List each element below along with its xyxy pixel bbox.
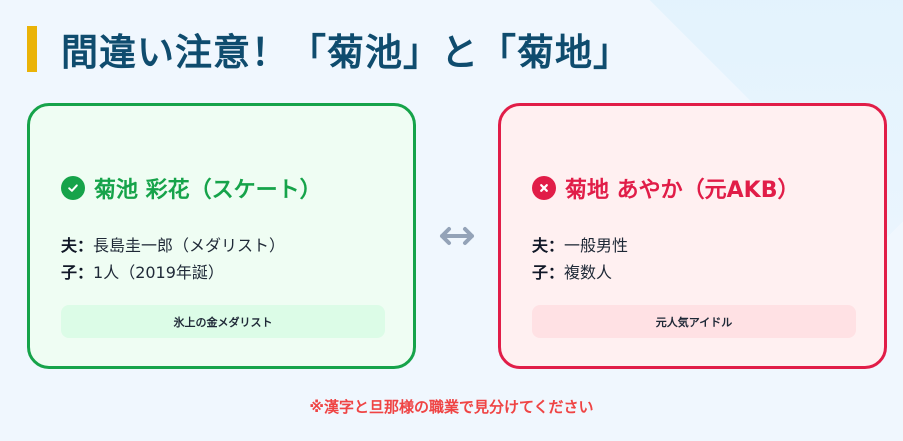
page-header: 間違い注意！「菊池」と「菊地」 <box>27 22 631 76</box>
profession-badge: 氷上の金メダリスト <box>61 305 385 338</box>
left-right-arrow-icon <box>437 222 477 250</box>
detail-row-husband: 夫：長島圭一郎（メダリスト） <box>61 232 285 259</box>
person-name: 菊地 あやか（元AKB） <box>565 178 800 203</box>
profession-badge: 元人気アイドル <box>532 305 856 338</box>
card-kikuchi-ayaka-skater: 菊池 彩花（スケート） 夫：長島圭一郎（メダリスト） 子：1人（2019年誕） … <box>27 103 416 369</box>
detail-row-children: 子：複数人 <box>532 259 628 286</box>
detail-label: 子： <box>532 263 565 282</box>
check-circle-icon <box>61 176 85 200</box>
detail-row-children: 子：1人（2019年誕） <box>61 259 285 286</box>
detail-value: 一般男性 <box>564 236 629 255</box>
card-kikuchi-ayaka-former-akb: 菊地 あやか（元AKB） 夫：一般男性 子：複数人 元人気アイドル <box>498 103 887 369</box>
person-name: 菊池 彩花（スケート） <box>94 178 322 203</box>
detail-value: 複数人 <box>564 263 613 282</box>
detail-value: 1人（2019年誕） <box>93 263 224 282</box>
detail-row-husband: 夫：一般男性 <box>532 232 628 259</box>
detail-value: 長島圭一郎（メダリスト） <box>93 236 286 255</box>
person-details: 夫：一般男性 子：複数人 <box>532 232 628 286</box>
page-title: 間違い注意！「菊池」と「菊地」 <box>61 31 631 74</box>
detail-label: 夫： <box>532 236 565 255</box>
title-accent-bar <box>27 26 37 72</box>
person-details: 夫：長島圭一郎（メダリスト） 子：1人（2019年誕） <box>61 232 285 286</box>
x-circle-icon <box>532 176 556 200</box>
card-header: 菊地 あやか（元AKB） <box>532 172 800 204</box>
card-header: 菊池 彩花（スケート） <box>61 172 322 204</box>
footer-note: ※漢字と旦那様の職業で見分けてください <box>309 398 594 416</box>
detail-label: 子： <box>61 263 94 282</box>
detail-label: 夫： <box>61 236 94 255</box>
